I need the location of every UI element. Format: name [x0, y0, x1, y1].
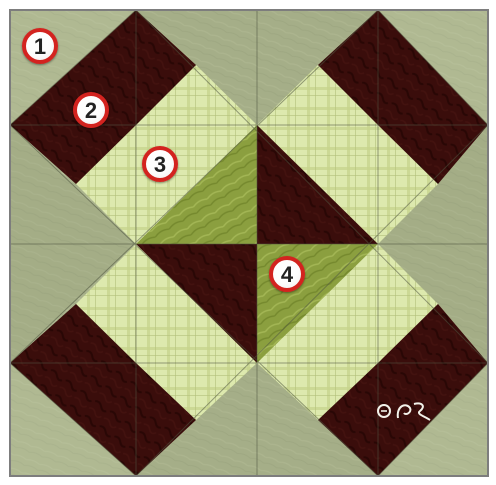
- marker-2-label: 2: [85, 100, 97, 122]
- marker-1-badge: 1: [22, 28, 58, 64]
- marker-2-badge: 2: [73, 92, 109, 128]
- marker-4-label: 4: [281, 264, 293, 286]
- marker-3-label: 3: [154, 154, 166, 176]
- marker-1-label: 1: [34, 36, 46, 58]
- marker-3-badge: 3: [142, 146, 178, 182]
- marker-4-badge: 4: [269, 256, 305, 292]
- signature-mark: [372, 396, 442, 426]
